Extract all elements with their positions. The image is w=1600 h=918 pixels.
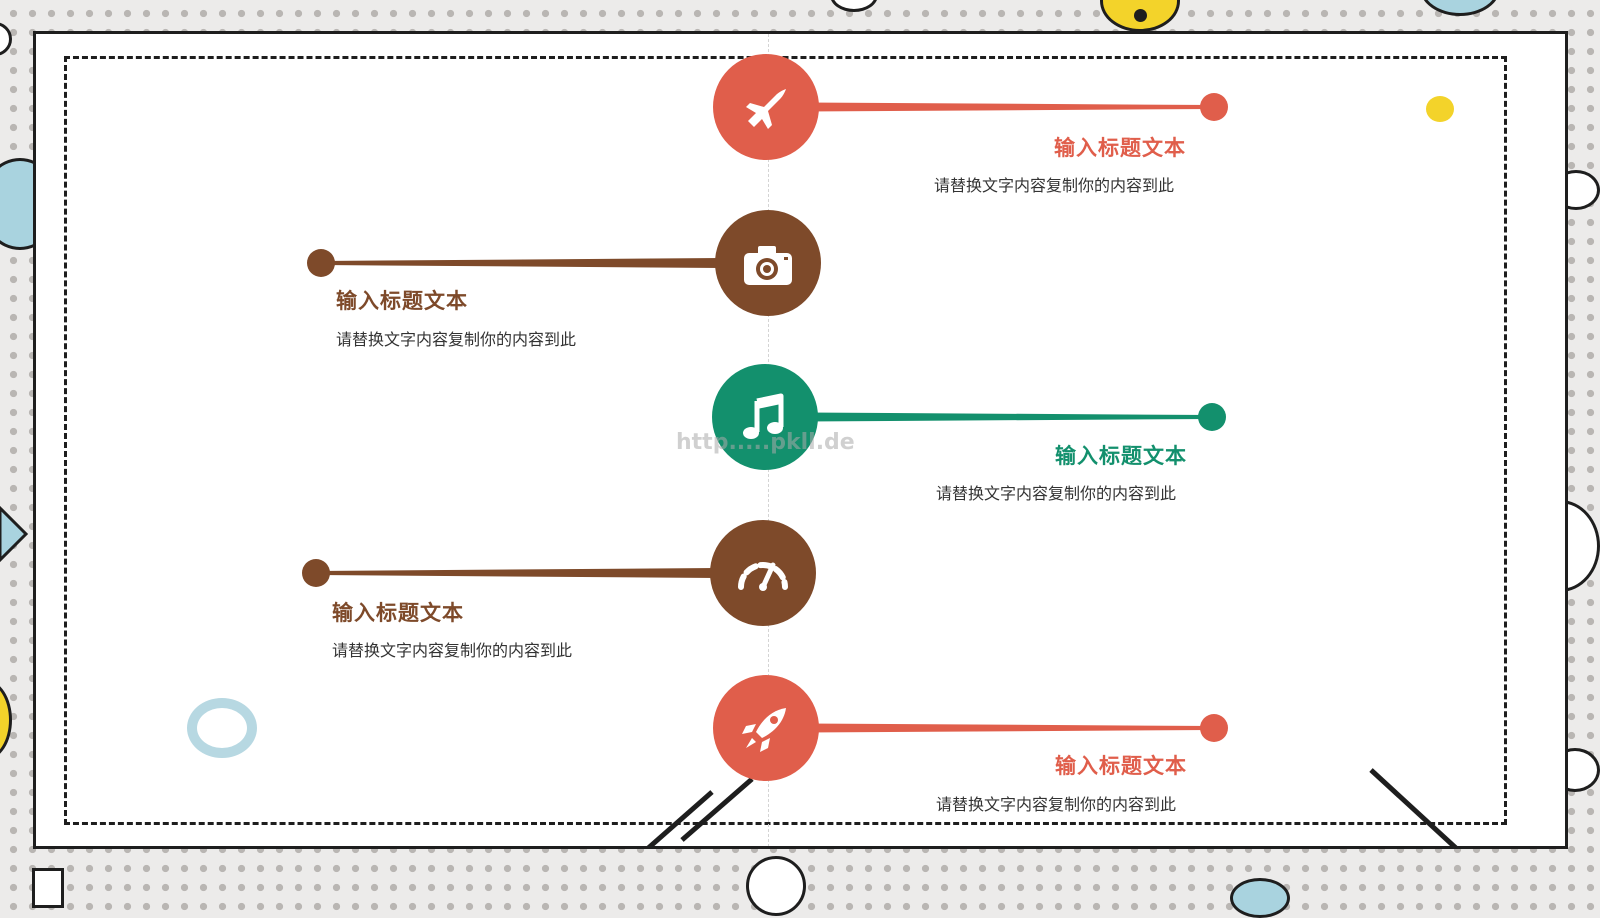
timeline-end-dot — [1200, 93, 1228, 121]
timeline-item-title: 输入标题文本 — [332, 601, 464, 625]
timeline-node-circle — [712, 364, 818, 470]
watermark: http.....pkll.de — [676, 430, 855, 455]
slide-frame: 输入标题文本请替换文字内容复制你的内容到此输入标题文本请替换文字内容复制你的内容… — [33, 31, 1568, 849]
deco-circle-left-top — [0, 22, 12, 56]
deco-circle-bottom — [746, 856, 806, 916]
timeline-item-title: 输入标题文本 — [1054, 136, 1186, 160]
timeline-connector — [718, 412, 1212, 422]
timeline-connector — [316, 568, 716, 578]
speedometer-icon — [733, 543, 793, 603]
deco-yellow-dot — [1426, 96, 1454, 122]
deco-circle-top — [830, 0, 878, 12]
airplane-icon — [736, 77, 796, 137]
timeline-end-dot — [1198, 403, 1226, 431]
timeline-item-description: 请替换文字内容复制你的内容到此 — [936, 795, 1177, 814]
deco-blue-ring — [187, 698, 257, 758]
timeline-item-description: 请替换文字内容复制你的内容到此 — [934, 176, 1175, 195]
deco-blue-shape-bottom — [1230, 878, 1290, 918]
timeline-item-title: 输入标题文本 — [336, 289, 468, 313]
timeline-end-dot — [302, 559, 330, 587]
timeline-item-title: 输入标题文本 — [1055, 444, 1187, 468]
deco-triangle-left — [0, 505, 29, 563]
camera-icon — [738, 233, 798, 293]
timeline-item-description: 请替换文字内容复制你的内容到此 — [936, 484, 1177, 503]
timeline-connector — [719, 102, 1214, 112]
dashed-border — [64, 56, 1507, 825]
timeline-end-dot — [307, 249, 335, 277]
timeline-end-dot — [1200, 714, 1228, 742]
deco-diagonal-lines — [646, 768, 1458, 846]
timeline-item-title: 输入标题文本 — [1055, 754, 1187, 778]
deco-yellow-circle-dot — [1134, 9, 1147, 22]
timeline-item-description: 请替换文字内容复制你的内容到此 — [336, 330, 577, 349]
timeline-connector — [719, 723, 1214, 733]
timeline-connector — [321, 258, 721, 268]
deco-yellow-circle-left — [0, 680, 12, 760]
deco-blue-circle-top-right — [1420, 0, 1500, 16]
deco-square-bottom-left — [32, 868, 64, 908]
music-note-icon — [735, 387, 795, 447]
timeline-item-description: 请替换文字内容复制你的内容到此 — [332, 641, 573, 660]
timeline-node-circle — [710, 520, 816, 626]
rocket-icon — [736, 698, 796, 758]
